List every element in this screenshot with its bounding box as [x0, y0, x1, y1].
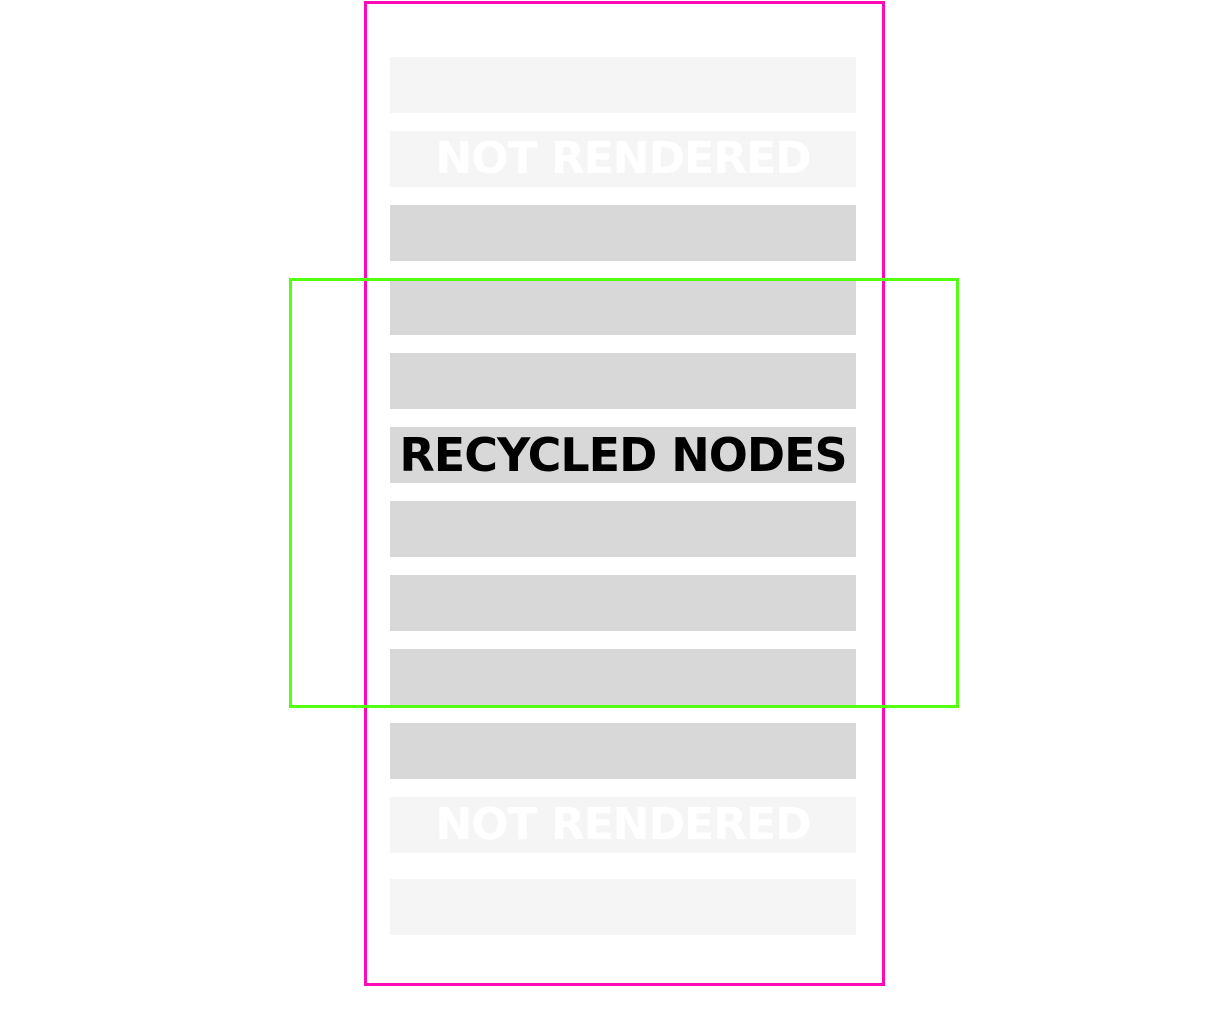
offscreen-row: [390, 131, 856, 187]
recycled-row: [390, 575, 856, 631]
recycled-row: [390, 649, 856, 705]
scroll-container-frame: [364, 1, 885, 986]
recycled-row: [390, 723, 856, 779]
recycled-row: [390, 279, 856, 335]
recycled-row: [390, 205, 856, 261]
recycled-row: [390, 353, 856, 409]
offscreen-row: [390, 797, 856, 853]
offscreen-row: [390, 57, 856, 113]
recycled-row: [390, 427, 856, 483]
offscreen-row: [390, 879, 856, 935]
recycled-row: [390, 501, 856, 557]
viewport-frame: [289, 278, 959, 708]
